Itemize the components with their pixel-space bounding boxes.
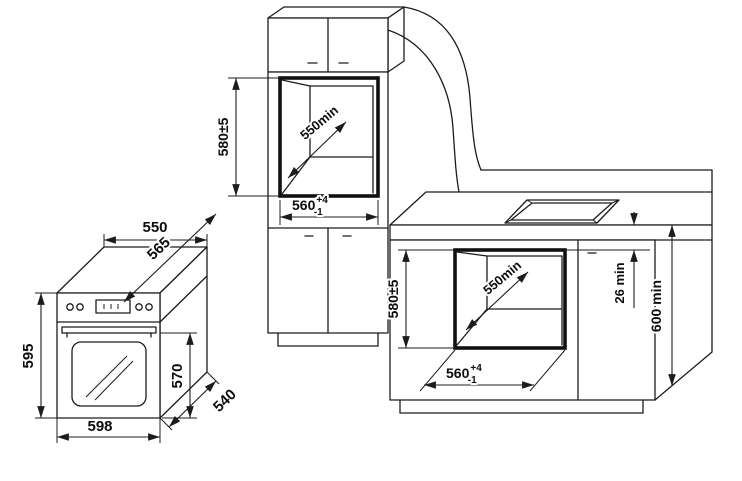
wall-panel xyxy=(387,6,713,193)
dim-label-oven-height: 595 xyxy=(20,343,37,368)
countertop-front-edge xyxy=(389,224,713,241)
dim-column-niche-width: 560+4-1 xyxy=(279,193,379,225)
base-niche-depth-arrow xyxy=(465,271,529,331)
column-lower-doors xyxy=(267,227,389,347)
countertop xyxy=(389,191,713,241)
wall-curve-inner xyxy=(387,29,460,193)
dim-label-oven-depth-bottom: 540 xyxy=(210,386,240,416)
dim-base-niche-width: 560+4-1 xyxy=(419,349,566,392)
glass-reflection xyxy=(94,360,134,401)
dim-base-worktop-height: 600 min xyxy=(646,225,676,386)
dim-label-worktop-height: 600 min xyxy=(648,280,664,332)
dim-label-base-niche-width: 560+4-1 xyxy=(446,363,482,386)
dim-label-oven-front-height: 570 xyxy=(169,363,186,388)
wall-cupboard xyxy=(267,6,405,73)
dim-base-hob-clearance: 26 min xyxy=(565,212,650,308)
dim-label-hob-clearance: 26 min xyxy=(612,262,627,303)
base-plinth xyxy=(399,399,644,414)
glass-reflection xyxy=(85,355,128,398)
column-niche-depth-arrow xyxy=(287,121,347,179)
oven-display xyxy=(95,299,131,314)
column-cabinet: 550min xyxy=(267,71,389,347)
dim-column-niche-height: 580±5 xyxy=(213,77,280,197)
oven-door xyxy=(61,326,157,407)
oven-knob xyxy=(76,303,84,311)
cupboard-side-face xyxy=(387,6,405,73)
column-niche-opening xyxy=(278,76,380,198)
column-dimensions: 580±5 560+4-1 xyxy=(213,77,379,225)
dim-base-niche-height: 580±5 xyxy=(383,249,455,349)
wall-curve-outer xyxy=(403,6,482,171)
hob-cutout xyxy=(504,199,620,224)
base-dimensions: 580±5 560+4-1 26 min 600 min xyxy=(383,212,676,392)
oven-knob xyxy=(66,303,74,311)
base-cabinet: 550min xyxy=(389,239,713,414)
oven-knob xyxy=(145,303,153,311)
dim-label-base-niche-height: 580±5 xyxy=(385,279,401,318)
oven-knob xyxy=(135,303,143,311)
dim-oven-width: 598 xyxy=(56,416,161,443)
oven-door-handle xyxy=(61,326,157,334)
dim-label-oven-width: 598 xyxy=(87,418,112,435)
base-side-bottom-edge xyxy=(654,351,713,401)
dim-label-column-niche-width: 560+4-1 xyxy=(292,195,328,218)
dim-oven-height: 595 xyxy=(18,292,57,419)
dim-label-oven-depth-top: 550 xyxy=(142,219,167,236)
cupboard-top-face xyxy=(267,6,405,19)
base-niche-opening xyxy=(453,248,567,350)
dim-label-column-niche-height: 580±5 xyxy=(215,117,231,156)
